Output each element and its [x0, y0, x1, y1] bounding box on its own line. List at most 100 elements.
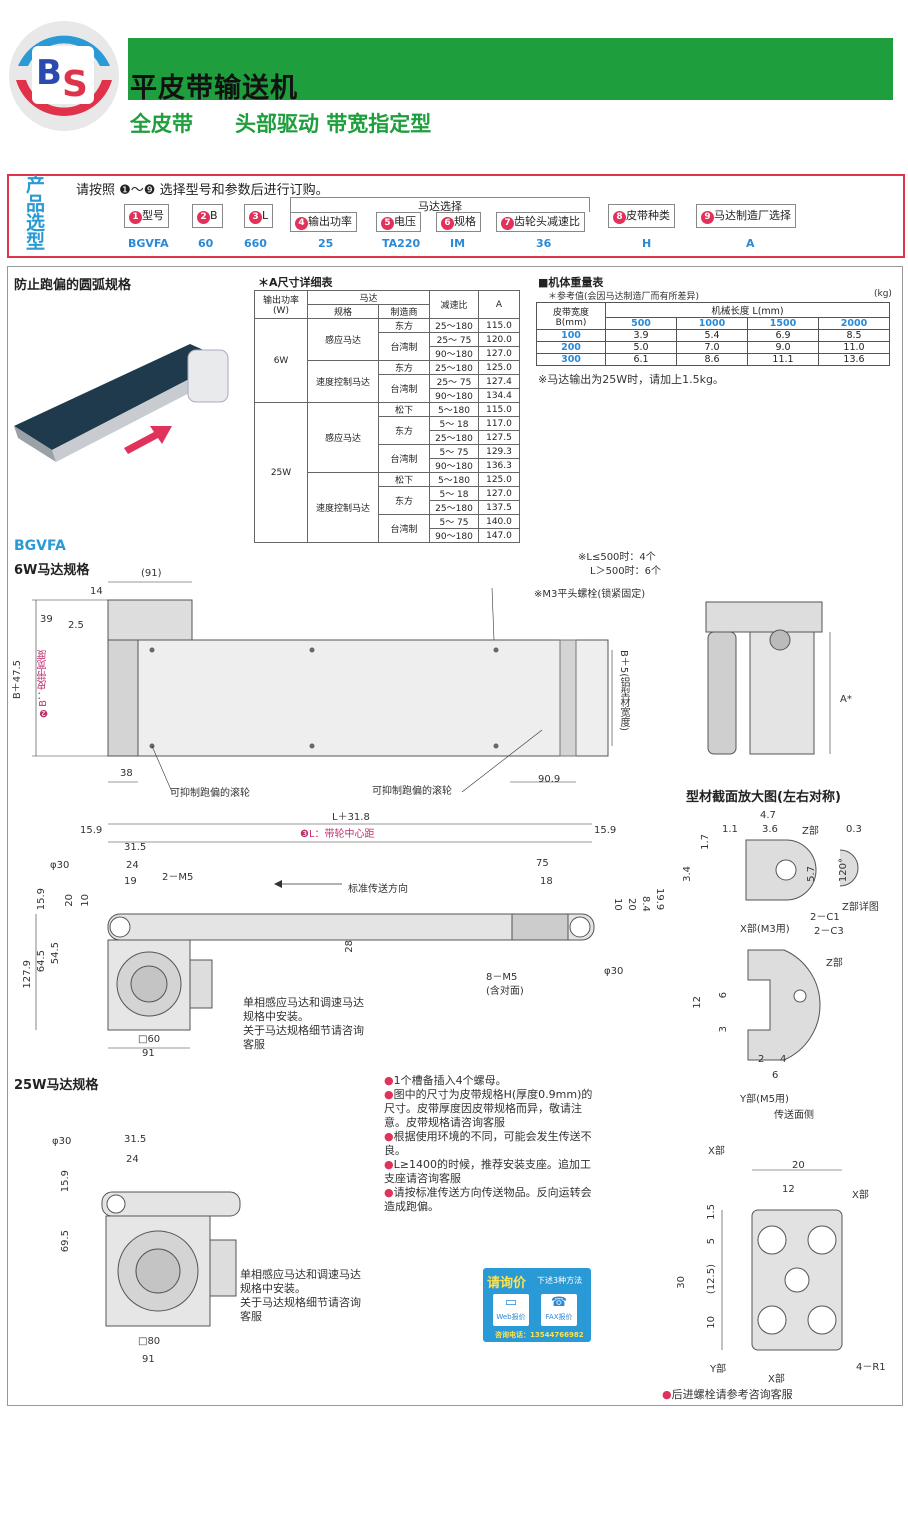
tip-item: ●1个槽备插入4个螺母。	[384, 1074, 507, 1087]
dim-a-star: A*	[840, 694, 852, 705]
web-quote-button[interactable]: ▭ Web报价	[493, 1294, 529, 1326]
dim-20-v: 20	[64, 894, 75, 907]
dim-8-m5: 8－M5	[486, 972, 518, 983]
selection-side-label: 产品选型	[26, 174, 46, 253]
transport-direction: 标准传送方向	[348, 884, 408, 895]
roller-label-1: 可抑制跑偏的滚轮	[170, 788, 250, 799]
x-part-m3-label: X部(M3用)	[740, 924, 790, 935]
dim-15-9-v: 15.9	[36, 888, 47, 911]
selection-instruction: 请按照 ❶～❾ 选择型号和参数后进行订购。	[76, 183, 329, 198]
dim-10-profile: 10	[706, 1316, 717, 1329]
y-part-m5-label: Y部(M5用)	[740, 1094, 789, 1105]
z-part-label-2: Z部	[826, 958, 843, 969]
dim-15-9-left: 15.9	[80, 825, 103, 836]
top-view-drawing	[32, 581, 613, 793]
dim-24: 24	[126, 860, 139, 871]
spec-6w-title: 6W马达规格	[14, 563, 90, 578]
arc-spec-title: 防止跑偏的圆弧规格	[14, 278, 132, 293]
dim-120deg: 120°	[838, 858, 849, 883]
dim-15-9-25w: 15.9	[60, 1170, 71, 1193]
dim-3-4: 3.4	[682, 866, 693, 882]
dim-4: 4	[780, 1054, 787, 1065]
z-part-label: Z部	[802, 826, 819, 837]
dim-2-m5: 2－M5	[162, 872, 194, 883]
tip-item: ●请按标准传送方向传送物品。反向运转会造成跑偏。	[384, 1186, 592, 1213]
motor-25w-drawing	[101, 1191, 241, 1327]
motor-group-box	[290, 197, 590, 212]
y-part-label: Y部	[710, 1364, 727, 1375]
series-label: BGVFA	[14, 538, 66, 554]
dim-2-c1: 2－C1	[810, 912, 840, 923]
bolt-note-3: ※M3平头螺栓(锁紧固定)	[534, 589, 646, 600]
dim-20-r: 20	[626, 898, 637, 911]
code-b: 60	[198, 237, 214, 250]
dim-20-profile: 20	[792, 1160, 805, 1171]
dim-0-3: 0.3	[846, 824, 862, 835]
dim-4-r1: 4－R1	[856, 1362, 886, 1373]
dim-90-9: 90.9	[538, 774, 561, 785]
dim-phi30-25w: φ30	[52, 1136, 72, 1147]
code-output: 25	[318, 237, 334, 250]
dim-2: 2	[758, 1054, 765, 1065]
dim-6: 6	[718, 992, 729, 999]
dim-54-5: 54.5	[50, 942, 61, 965]
dim-4-7: 4.7	[760, 810, 776, 821]
x-part-label-1: X部	[708, 1146, 725, 1157]
dim-1-5: 1.5	[706, 1204, 717, 1220]
dim-18: 18	[540, 876, 553, 887]
tips-list: ●1个槽备插入4个螺母。 ●图中的尺寸为皮带规格H(厚度0.9mm)的尺寸。皮带…	[384, 1074, 596, 1214]
code-voltage: TA220	[382, 237, 421, 250]
note-6w: 单相感应马达和调速马达 规格中安装。 关于马达规格细节请咨询 客服	[243, 996, 364, 1051]
dim-31-5: 31.5	[124, 842, 147, 853]
end-view-drawing	[705, 601, 831, 755]
bolt-note-1: ※L≤500时：4个	[578, 552, 656, 563]
code-ratio: 36	[536, 237, 552, 250]
dim-l-31-8: L＋31.8	[332, 812, 370, 823]
note-25w: 单相感应马达和调速马达 规格中安装。 关于马达规格细节请咨询 客服	[240, 1268, 361, 1323]
dim-phi30-right: φ30	[604, 966, 624, 977]
code-spec: IM	[450, 237, 466, 250]
fax-icon: ☎	[550, 1295, 568, 1310]
dim-m5-opposite: (含对面)	[486, 986, 524, 997]
dim-31-5-25w: 31.5	[124, 1134, 147, 1145]
bolt-note-2: L＞500时：6个	[590, 566, 662, 577]
company-logo: B S	[9, 21, 119, 131]
dim-phi30-top: φ30	[50, 860, 70, 871]
x-part-label-3: X部	[768, 1374, 785, 1385]
spec-25w-title: 25W马达规格	[14, 1078, 99, 1093]
dim-3: 3	[718, 1026, 729, 1033]
dim-5-7: 5.7	[806, 866, 817, 882]
svg-text:S: S	[62, 64, 88, 105]
transport-side-label: 传送面侧	[774, 1110, 814, 1121]
x-part-label-2: X部	[852, 1190, 869, 1201]
dim-91-25w: 91	[142, 1354, 155, 1365]
dim-3-6: 3.6	[762, 824, 778, 835]
content-frame	[7, 266, 903, 1406]
section-title: 型材截面放大图(左右对称)	[686, 790, 841, 805]
a-table-title: ＊A尺寸详细表	[258, 276, 333, 289]
dim-19: 19	[124, 876, 137, 887]
svg-text:B: B	[36, 53, 62, 93]
side-elevation-drawing	[35, 823, 595, 1049]
profile-section-drawing	[721, 1169, 843, 1351]
dim-2-5: 2.5	[68, 620, 84, 631]
dim-belt-width: ❷B：皮带宽度	[38, 650, 49, 718]
tip-item: ●根据使用环境的不同，可能会发生传送不良。	[384, 1130, 592, 1157]
motor-group-label: 马达选择	[418, 200, 462, 213]
fax-quote-button[interactable]: ☎ FAX报价	[541, 1294, 577, 1326]
z-detail-label: Z部详图	[842, 902, 879, 913]
dim-b-5: B＋5(铝型材宽度)	[618, 650, 629, 732]
code-belt: H	[642, 237, 652, 250]
inquiry-banner[interactable]: 请询价 下述3种方法 ▭ Web报价 ☎ FAX报价 咨询电话：13544766…	[483, 1268, 591, 1342]
dim-12: 12	[692, 996, 703, 1009]
dim-75: 75	[536, 858, 549, 869]
